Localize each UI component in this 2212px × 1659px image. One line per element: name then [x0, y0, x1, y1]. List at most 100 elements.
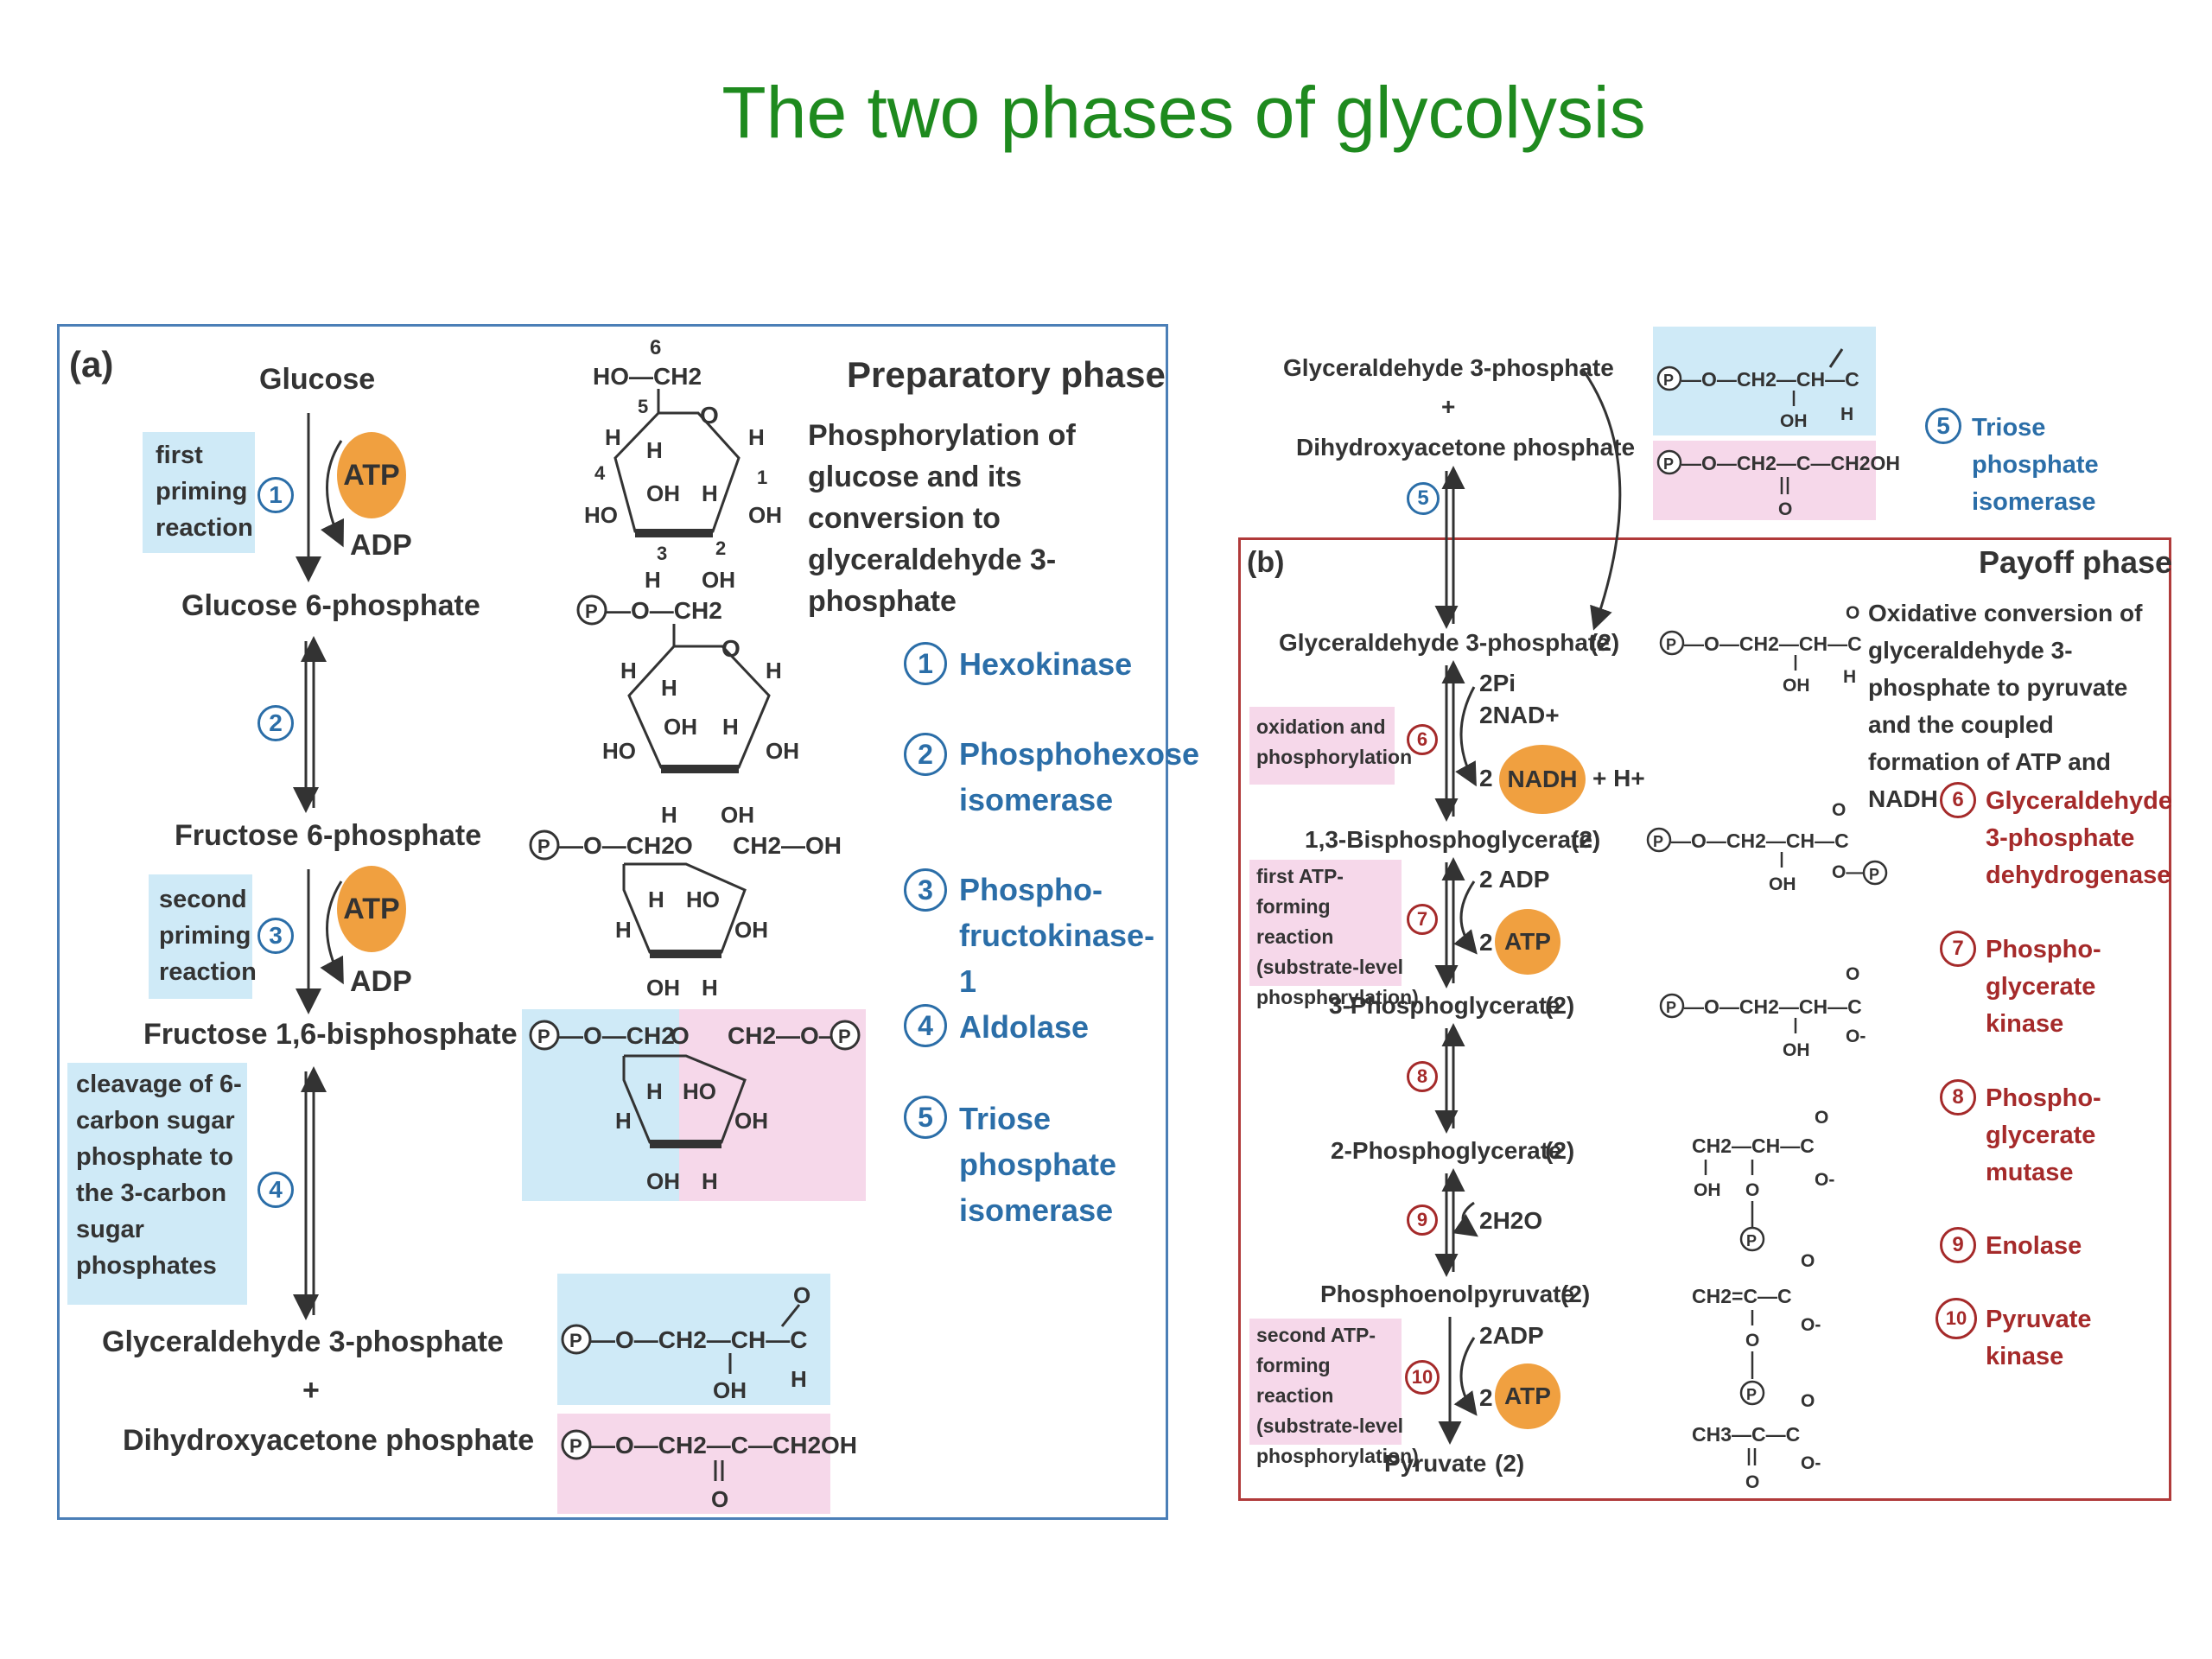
- metabolite-glucose-6-phosphate: Glucose 6-phosphate: [181, 589, 480, 622]
- adp-label-step-1: ADP: [350, 529, 412, 562]
- svg-text:H: H: [791, 1366, 807, 1392]
- svg-text:OH: OH: [702, 567, 735, 593]
- svg-text:O-: O-: [1801, 1315, 1821, 1335]
- svg-text:H: H: [648, 887, 664, 912]
- svg-text:OH: OH: [1783, 1040, 1810, 1060]
- svg-text:6: 6: [650, 336, 661, 359]
- svg-text:P: P: [1663, 372, 1674, 389]
- two-label-atp-step-7: 2: [1479, 929, 1493, 956]
- svg-text:H: H: [1840, 404, 1853, 424]
- preparatory-phase-title: Preparatory phase: [847, 354, 1166, 395]
- 2-phosphoglycerate-structure: CH2—CH—C OH O P O O-: [1692, 1108, 1834, 1252]
- svg-text:H: H: [615, 917, 632, 943]
- svg-text:OH: OH: [1694, 1180, 1721, 1200]
- svg-text:OH: OH: [646, 480, 680, 506]
- panel-a-tag: (a): [69, 344, 114, 385]
- enzyme-9-marker: 9: [1940, 1227, 1976, 1263]
- two-pi-label: 2Pi: [1479, 670, 1516, 696]
- svg-text:P: P: [1746, 1232, 1757, 1249]
- svg-text:H: H: [645, 567, 661, 593]
- svg-text:P: P: [537, 1026, 550, 1047]
- svg-text:HO: HO: [686, 887, 720, 912]
- svg-text:H: H: [702, 975, 718, 1001]
- svg-text:O: O: [721, 635, 741, 662]
- svg-text:H: H: [722, 714, 739, 740]
- svg-text:OH: OH: [713, 1377, 747, 1403]
- svg-text:O: O: [1846, 603, 1859, 623]
- count-gap: (2): [1590, 629, 1620, 656]
- top-dhap-structure: P —O—CH2—C—CH2OH O: [1656, 449, 1900, 519]
- step-8-marker: 8: [1407, 1061, 1438, 1092]
- dihydroxyacetone-phosphate-structure: P —O—CH2—C—CH2OH O: [561, 1429, 857, 1512]
- step-4-marker: 4: [257, 1172, 294, 1208]
- slide-title: The two phases of glycolysis: [721, 72, 1646, 153]
- svg-text:1: 1: [757, 467, 767, 488]
- metabolite-dihydroxyacetone-phosphate: Dihydroxyacetone phosphate: [123, 1424, 535, 1457]
- step-7-marker: 7: [1407, 904, 1438, 935]
- svg-text:O: O: [1745, 1180, 1759, 1200]
- two-h2o-label: 2H2O: [1479, 1207, 1543, 1234]
- atp-coin-step-1: ATP: [337, 432, 406, 518]
- svg-text:2: 2: [715, 537, 726, 559]
- svg-text:OH: OH: [1769, 874, 1796, 894]
- bisphosphoglycerate-structure: P —O—CH2—CH—C OH O O— P: [1646, 800, 1888, 894]
- svg-text:O: O: [793, 1282, 810, 1308]
- enzyme-gap-dehydrogenase: Glyceraldehyde 3-phosphate dehydrogenase: [1986, 787, 2172, 889]
- dhap-structure-highlight: [557, 1414, 830, 1514]
- svg-text:H: H: [646, 437, 663, 463]
- metabolite-glucose: Glucose: [259, 363, 376, 396]
- svg-text:H: H: [661, 675, 677, 701]
- enzyme-1-marker: 1: [904, 642, 947, 685]
- top-dhap-structure-highlight: [1653, 441, 1876, 520]
- top-gap-structure: P —O—CH2—CH—C OH H: [1656, 348, 1859, 431]
- enzyme-hexokinase: Hexokinase: [959, 646, 1133, 682]
- svg-text:—O—CH2: —O—CH2: [559, 1022, 675, 1049]
- metabolite-3-phosphoglycerate: 3-Phosphoglycerate: [1329, 992, 1560, 1019]
- atp-coin-step-10: ATP: [1495, 1363, 1560, 1429]
- adp-label-step-3: ADP: [350, 965, 412, 998]
- svg-text:CH2=C—C: CH2=C—C: [1692, 1285, 1792, 1307]
- svg-text:5: 5: [638, 396, 648, 417]
- first-atp-forming-text: first ATP-forming reaction (substrate-le…: [1256, 865, 1419, 1008]
- count-pep: (2): [1560, 1281, 1591, 1307]
- nadh-coin: NADH: [1499, 745, 1586, 814]
- fructose-1-6-bisphosphate-structure: P —O—CH2 O CH2—O— P H HO H OH OH H: [529, 1020, 861, 1194]
- svg-text:P: P: [1746, 1386, 1757, 1403]
- metabolite-pyruvate: Pyruvate: [1384, 1450, 1487, 1477]
- svg-text:—O—CH2—CH—C: —O—CH2—CH—C: [1684, 632, 1862, 655]
- second-priming-text: second priming reaction: [159, 886, 257, 986]
- enzyme-8-marker: 8: [1940, 1079, 1976, 1116]
- panel-a-structures: 6 HO—CH2 5 O H H H 4 1 OH H HO OH 3 2 H …: [529, 336, 861, 1512]
- top-dihydroxyacetone-phosphate: Dihydroxyacetone phosphate: [1296, 434, 1636, 461]
- top-glyceraldehyde-3-phosphate: Glyceraldehyde 3-phosphate: [1283, 354, 1614, 381]
- top-enzyme-5-marker: 5: [1925, 408, 1961, 444]
- metabolite-fructose-1-6-bisphosphate: Fructose 1,6-bisphosphate: [143, 1018, 518, 1051]
- svg-text:CH2—O—: CH2—O—: [728, 1022, 843, 1049]
- enzyme-phosphoglycerate-kinase: Phospho- glycerate kinase: [1986, 936, 2101, 1038]
- enzyme-pyruvate-kinase: Pyruvate kinase: [1986, 1306, 2092, 1370]
- second-priming-note: second priming reaction: [149, 874, 257, 999]
- first-atp-forming-note: first ATP-forming reaction (substrate-le…: [1249, 860, 1419, 1008]
- panel-b-tag: (b): [1247, 546, 1285, 579]
- count-3pg: (2): [1545, 992, 1575, 1019]
- oxidation-note: oxidation and phosphorylation: [1249, 707, 1412, 785]
- svg-text:HO: HO: [683, 1078, 716, 1104]
- svg-text:O: O: [1778, 499, 1792, 519]
- enzyme-10-marker: 10: [1936, 1298, 1977, 1339]
- metabolite-glyceraldehyde-3-phosphate: Glyceraldehyde 3-phosphate: [102, 1325, 504, 1358]
- svg-text:—O—CH2—CH—C: —O—CH2—CH—C: [1671, 830, 1849, 852]
- svg-text:P: P: [1653, 833, 1663, 850]
- svg-text:O: O: [1815, 1108, 1828, 1128]
- enzyme-2-marker: 2: [904, 733, 947, 776]
- two-adp-label-step-10: 2ADP: [1479, 1322, 1544, 1349]
- svg-text:OH: OH: [734, 917, 768, 943]
- svg-text:H: H: [1843, 667, 1856, 687]
- svg-text:—O—CH2—CH—C: —O—CH2—CH—C: [1681, 368, 1859, 391]
- step-10-marker: 10: [1405, 1360, 1440, 1395]
- svg-text:HO: HO: [602, 738, 636, 764]
- svg-text:H: H: [702, 480, 718, 506]
- svg-text:P: P: [838, 1026, 851, 1047]
